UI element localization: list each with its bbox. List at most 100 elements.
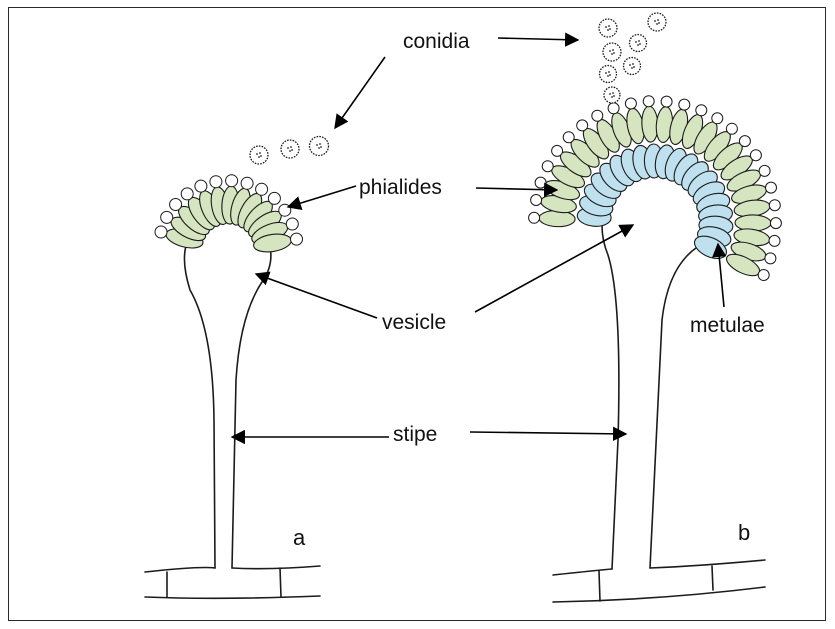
label-conidia: conidia: [403, 30, 470, 53]
conidium-tip: [529, 212, 540, 223]
substrate-hyphae-a: [145, 566, 320, 598]
spore-dot: [608, 25, 610, 27]
spore-dot: [658, 22, 660, 24]
conidium-tip: [712, 113, 723, 124]
conidium-tip: [241, 177, 253, 189]
conidium-tip: [291, 233, 303, 245]
label-metulae: metulae: [690, 314, 765, 337]
conidium-tip: [625, 98, 636, 109]
spore-dot: [638, 40, 640, 42]
spore-dot: [318, 147, 320, 149]
conidium-tip: [535, 177, 546, 188]
conidium-tip: [661, 96, 672, 107]
spore-dot: [656, 23, 658, 25]
spore-dot: [609, 28, 611, 30]
spore-dot: [632, 63, 634, 65]
conidia-spores-b: [599, 13, 666, 103]
panel-label-b: b: [738, 520, 750, 545]
conidium-tip: [679, 99, 690, 110]
spore-dot: [605, 26, 607, 28]
substrate-hyphae-b: [553, 560, 765, 602]
conidium-tip: [643, 96, 654, 107]
conidium-tip: [531, 195, 542, 206]
spore-dot: [631, 67, 633, 69]
spore-dot: [637, 44, 639, 46]
conidial-head-b: [529, 96, 782, 281]
spore-dot: [607, 29, 609, 31]
conidium-tip: [769, 235, 780, 246]
conidium-tip: [769, 200, 780, 211]
conidium-tip: [739, 136, 750, 147]
spore-body: [624, 58, 641, 75]
conidium-spore: [624, 58, 641, 75]
conidium-spore: [281, 140, 299, 158]
conidium-tip: [765, 253, 776, 264]
conidium-tip: [726, 123, 737, 134]
conidium-spore: [310, 137, 329, 156]
phialides-arrow-left: [288, 186, 356, 207]
conidium-tip: [759, 165, 770, 176]
spore-dot: [611, 96, 613, 98]
conidium-tip: [552, 145, 563, 156]
conidium-tip: [226, 175, 238, 187]
spore-dot: [612, 49, 614, 51]
spore-dot: [290, 146, 292, 148]
conidium-tip: [766, 182, 777, 193]
spore-body: [250, 146, 268, 164]
spore-dot: [287, 147, 289, 149]
conidia-spores-a: [250, 137, 329, 165]
conidium-tip: [592, 110, 603, 121]
conidium-spore: [599, 19, 617, 37]
stipe-arrow-right: [470, 432, 626, 434]
conidium-tip: [577, 120, 588, 131]
vesicle-arrow-left: [256, 274, 377, 318]
spore-body: [310, 137, 329, 156]
spore-dot: [635, 41, 637, 43]
panel-label-a: a: [293, 525, 306, 550]
conidium-tip: [286, 218, 298, 230]
vesicle-arrow-right: [475, 225, 633, 312]
phialides-arrow-right: [476, 188, 557, 190]
conidium-spore: [604, 87, 620, 103]
conidium-tip: [542, 161, 553, 172]
conidium-spore: [603, 43, 621, 61]
conidium-spore: [600, 66, 617, 83]
conidium-spore: [250, 146, 268, 164]
conidium-tip: [770, 218, 781, 229]
conidium-spore: [648, 13, 666, 31]
spore-dot: [609, 74, 611, 76]
conidia-arrow-down: [335, 57, 385, 128]
spore-dot: [609, 93, 611, 95]
spore-dot: [633, 66, 635, 68]
spore-dot: [316, 144, 318, 146]
label-stipe: stipe: [393, 423, 437, 446]
spore-dot: [613, 52, 615, 54]
conidium-tip: [608, 103, 619, 114]
spore-dot: [319, 143, 321, 145]
conidium-tip: [170, 199, 182, 211]
spore-dot: [654, 20, 656, 22]
spore-body: [599, 19, 617, 37]
conidium-tip: [750, 150, 761, 161]
spore-body: [630, 35, 647, 52]
spore-body: [600, 66, 617, 83]
spore-dot: [639, 43, 641, 45]
conidium-tip: [256, 183, 268, 195]
conidium-tip: [161, 211, 173, 223]
conidium-spore: [630, 35, 647, 52]
spore-dot: [289, 150, 291, 152]
conidial-head-a: [155, 175, 303, 255]
spore-dot: [609, 50, 611, 52]
label-phialides: phialides: [359, 176, 442, 199]
spore-body: [281, 140, 299, 158]
spore-dot: [657, 19, 659, 21]
spore-body: [603, 43, 621, 61]
conidium-tip: [696, 105, 707, 116]
conidium-tip: [181, 188, 193, 200]
spore-dot: [613, 95, 615, 97]
spore-dot: [611, 53, 613, 55]
conidium-tip: [563, 132, 574, 143]
phialide: [735, 215, 771, 231]
spore-dot: [258, 156, 260, 158]
